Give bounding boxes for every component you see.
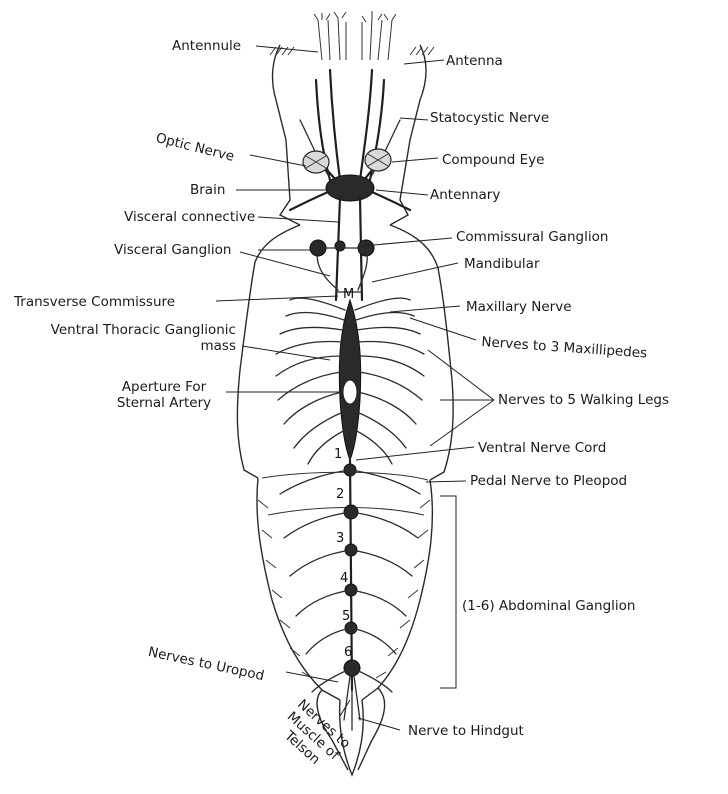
label-transverse-commissure: Transverse Commissure: [14, 294, 175, 310]
nerve-network: M: [276, 70, 424, 730]
label-pedal-nerve-to-pleopod: Pedal Nerve to Pleopod: [470, 473, 627, 489]
label-ventral-thoracic-ganglionic-mass: Ventral Thoracic Ganglionic mass: [40, 322, 236, 354]
label-ventral-nerve-cord: Ventral Nerve Cord: [478, 440, 606, 456]
svg-text:M: M: [343, 287, 354, 302]
label-brain: Brain: [190, 182, 225, 198]
segment-number: 3: [336, 531, 344, 546]
segment-number: 5: [342, 609, 350, 624]
segment-number: 2: [336, 487, 344, 502]
label-statocystic-nerve: Statocystic Nerve: [430, 110, 549, 126]
label-mandibular: Mandibular: [464, 256, 540, 272]
label-maxillary-nerve: Maxillary Nerve: [466, 299, 572, 315]
segment-number: 6: [344, 645, 352, 660]
label-visceral-ganglion: Visceral Ganglion: [114, 242, 232, 258]
label-compound-eye: Compound Eye: [442, 152, 544, 168]
label-commissural-ganglion: Commissural Ganglion: [456, 229, 608, 245]
label-aperture-for-sternal-artery: Aperture For Sternal Artery: [102, 379, 226, 411]
label-antennary: Antennary: [430, 187, 500, 203]
label-antennule: Antennule: [172, 38, 241, 54]
label-abdominal-ganglion: (1-6) Abdominal Ganglion: [462, 598, 635, 614]
segment-number: 4: [340, 571, 348, 586]
label-nerve-to-hindgut: Nerve to Hindgut: [408, 723, 524, 739]
label-antenna: Antenna: [446, 53, 503, 69]
label-nerves-to-walking-legs: Nerves to 5 Walking Legs: [498, 392, 669, 408]
label-visceral-connective: Visceral connective: [124, 209, 255, 225]
segment-number: 1: [334, 447, 342, 462]
